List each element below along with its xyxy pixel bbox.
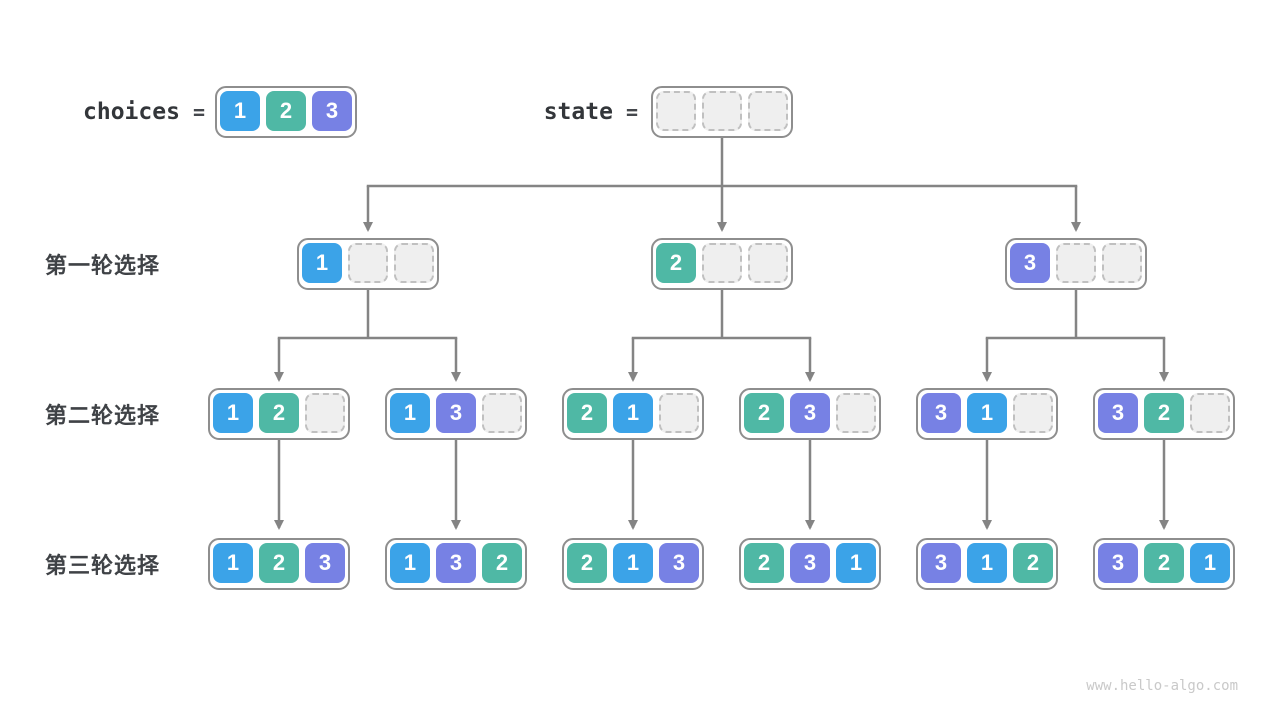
array-cell xyxy=(748,243,788,283)
array-cell: 2 xyxy=(482,543,522,583)
array-cell xyxy=(394,243,434,283)
array-cell xyxy=(702,91,742,131)
tree-node: 2 xyxy=(651,238,793,290)
array-cell xyxy=(836,393,876,433)
tree-node: 3 2 xyxy=(1093,388,1235,440)
round-2-label: 第二轮选择 xyxy=(45,403,161,428)
tree-node: 1 3 xyxy=(385,388,527,440)
array-cell xyxy=(1102,243,1142,283)
array-cell xyxy=(1190,393,1230,433)
tree-node: 2 1 xyxy=(562,388,704,440)
state-label: state = xyxy=(470,99,638,125)
state-var-name: state xyxy=(543,99,613,125)
array-cell: 1 xyxy=(213,393,253,433)
array-cell: 1 xyxy=(390,393,430,433)
round-1-label: 第一轮选择 xyxy=(45,253,161,278)
tree-node: 1 3 2 xyxy=(385,538,527,590)
array-cell: 2 xyxy=(1144,393,1184,433)
array-cell: 3 xyxy=(790,393,830,433)
array-cell: 3 xyxy=(1098,543,1138,583)
array-cell: 1 xyxy=(213,543,253,583)
array-cell: 1 xyxy=(302,243,342,283)
choices-var-name: choices xyxy=(83,99,180,125)
array-cell: 3 xyxy=(659,543,699,583)
array-cell xyxy=(1056,243,1096,283)
array-cell: 2 xyxy=(1013,543,1053,583)
array-cell: 1 xyxy=(390,543,430,583)
array-cell: 1 xyxy=(967,393,1007,433)
array-cell xyxy=(702,243,742,283)
array-cell: 3 xyxy=(1010,243,1050,283)
array-cell: 2 xyxy=(656,243,696,283)
array-cell: 2 xyxy=(266,91,306,131)
round-3-label: 第三轮选择 xyxy=(45,553,161,578)
tree-node: 2 1 3 xyxy=(562,538,704,590)
array-cell: 3 xyxy=(1098,393,1138,433)
connector-root xyxy=(363,138,1081,232)
equals-sign: = xyxy=(192,100,205,124)
choices-label: choices = xyxy=(37,99,205,125)
tree-node: 3 1 xyxy=(916,388,1058,440)
array-cell: 3 xyxy=(305,543,345,583)
array-cell xyxy=(1013,393,1053,433)
array-cell xyxy=(656,91,696,131)
array-cell: 2 xyxy=(567,543,607,583)
array-cell: 1 xyxy=(613,393,653,433)
array-cell: 3 xyxy=(921,393,961,433)
array-cell: 1 xyxy=(220,91,260,131)
equals-sign: = xyxy=(625,100,638,124)
tree-node: 3 xyxy=(1005,238,1147,290)
array-cell xyxy=(748,91,788,131)
array-cell: 3 xyxy=(436,543,476,583)
connector-branch-1 xyxy=(274,290,461,382)
array-cell: 2 xyxy=(259,393,299,433)
array-cell: 2 xyxy=(567,393,607,433)
tree-node: 2 3 xyxy=(739,388,881,440)
tree-node: 3 2 1 xyxy=(1093,538,1235,590)
array-cell: 1 xyxy=(1190,543,1230,583)
array-cell: 1 xyxy=(836,543,876,583)
connector-leaves xyxy=(274,440,1169,530)
state-array xyxy=(651,86,793,138)
watermark: www.hello-algo.com xyxy=(1086,678,1238,694)
tree-node: 1 2 xyxy=(208,388,350,440)
choices-array: 1 2 3 xyxy=(215,86,357,138)
array-cell: 1 xyxy=(967,543,1007,583)
array-cell: 3 xyxy=(312,91,352,131)
tree-node: 2 3 1 xyxy=(739,538,881,590)
tree-node: 1 xyxy=(297,238,439,290)
array-cell: 3 xyxy=(790,543,830,583)
tree-node: 1 2 3 xyxy=(208,538,350,590)
array-cell xyxy=(659,393,699,433)
array-cell: 2 xyxy=(744,393,784,433)
array-cell xyxy=(305,393,345,433)
array-cell xyxy=(482,393,522,433)
connector-branch-3 xyxy=(982,290,1169,382)
array-cell: 2 xyxy=(259,543,299,583)
array-cell: 3 xyxy=(436,393,476,433)
connector-branch-2 xyxy=(628,290,815,382)
array-cell: 2 xyxy=(1144,543,1184,583)
array-cell: 1 xyxy=(613,543,653,583)
array-cell: 3 xyxy=(921,543,961,583)
array-cell xyxy=(348,243,388,283)
tree-node: 3 1 2 xyxy=(916,538,1058,590)
array-cell: 2 xyxy=(744,543,784,583)
